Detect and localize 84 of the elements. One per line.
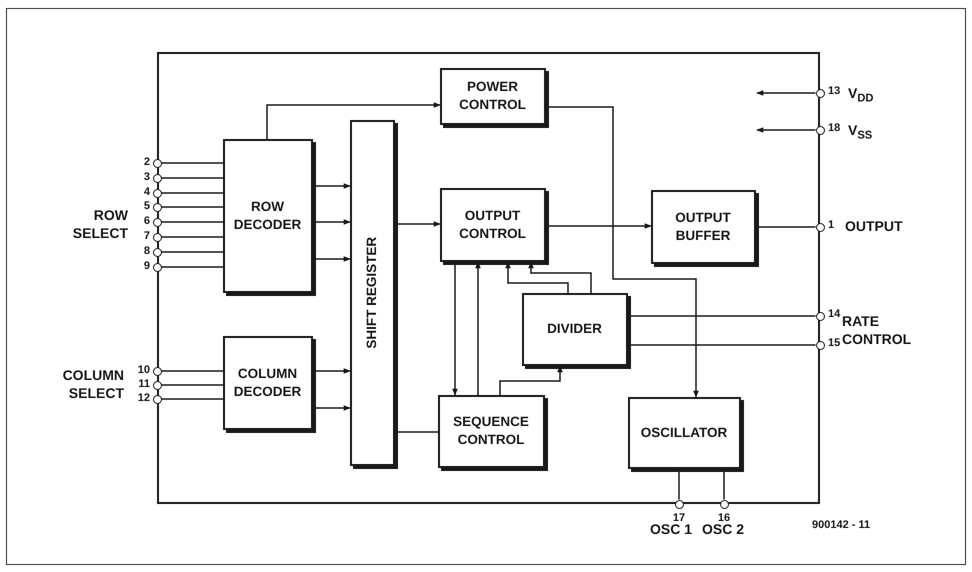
arrow — [546, 223, 652, 229]
pin-number: 15 — [828, 338, 840, 349]
connector-line — [162, 266, 223, 268]
block-label: ROW DECODER — [232, 198, 302, 234]
pin-number: 10 — [138, 365, 150, 376]
pin-number: 11 — [138, 379, 150, 390]
pin-circle — [152, 262, 162, 272]
ic-package-outline — [157, 52, 820, 504]
connector-line — [628, 315, 816, 317]
block-label: OUTPUT BUFFER — [674, 208, 732, 244]
block-label: SHIFT REGISTER — [363, 236, 380, 348]
pin-circle — [816, 222, 824, 232]
arrow — [756, 90, 816, 96]
pin-circle — [152, 380, 162, 390]
block-label: POWER CONTROL — [458, 78, 527, 114]
pin-circle — [152, 202, 162, 212]
connector-line — [628, 344, 816, 346]
connector-line — [162, 236, 223, 238]
connector-line — [162, 192, 223, 194]
signal-label: 900142 - 11 — [812, 518, 870, 532]
pin-circle — [152, 188, 162, 198]
connector-line — [395, 431, 438, 433]
pin-number: 7 — [144, 231, 150, 242]
pin-circle — [152, 158, 162, 168]
arrow — [546, 106, 699, 398]
pin-circle — [816, 312, 824, 320]
signal-label: RATE CONTROL — [842, 312, 912, 348]
pin-number: 6 — [144, 216, 150, 227]
pin-number: 9 — [144, 261, 150, 272]
signal-label: V$_{DD}$ — [848, 84, 874, 106]
connector-line — [162, 384, 223, 386]
pin-circle — [152, 366, 162, 376]
signal-label: ROW SELECT — [72, 206, 128, 242]
connector-line — [756, 226, 816, 228]
pin-circle — [674, 500, 684, 508]
pin-circle — [152, 394, 162, 404]
pin-circle — [152, 248, 162, 256]
connector-line — [723, 469, 725, 500]
block-label: COLUMN DECODER — [232, 364, 302, 400]
block-label: OUTPUT CONTROL — [458, 206, 527, 242]
pin-number: 4 — [144, 187, 150, 198]
connector-line — [162, 370, 223, 372]
pin-circle — [816, 126, 824, 134]
connector-line — [162, 162, 223, 164]
connector-line — [162, 221, 223, 223]
signal-label: OUTPUT — [845, 217, 903, 236]
arrow — [313, 256, 351, 262]
connector-line — [678, 469, 680, 500]
arrow — [756, 127, 816, 133]
block-label: OSCILLATOR — [640, 424, 728, 442]
arrow — [313, 368, 351, 374]
arrow — [452, 262, 458, 396]
connector-line — [162, 398, 223, 400]
pin-number: 1 — [828, 220, 834, 231]
block-label: DIVIDER — [546, 320, 603, 338]
signal-label: OSC 2 — [702, 521, 744, 538]
pin-number: 8 — [144, 246, 150, 257]
pin-number: 16 — [716, 513, 732, 524]
signal-label: OSC 1 — [650, 521, 692, 538]
pin-number: 18 — [828, 123, 840, 134]
pin-number: 17 — [672, 513, 686, 524]
pin-number: 3 — [144, 172, 150, 183]
pin-circle — [152, 218, 162, 226]
pin-number: 5 — [144, 201, 150, 212]
connector-line — [162, 251, 223, 253]
arrow — [313, 183, 351, 189]
pin-circle — [816, 340, 824, 350]
pin-number: 13 — [828, 86, 840, 97]
pin-number: 14 — [828, 309, 840, 320]
pin-circle — [720, 500, 728, 508]
pin-circle — [816, 88, 824, 98]
pin-number: 2 — [144, 157, 150, 168]
connector-line — [162, 206, 223, 208]
block-label: SEQUENCE CONTROL — [452, 413, 530, 449]
signal-label: COLUMN SELECT — [62, 366, 124, 402]
signal-label: V$_{SS}$ — [848, 121, 872, 143]
pin-circle — [152, 174, 162, 182]
arrow — [266, 102, 441, 139]
pin-circle — [152, 232, 162, 242]
connector-line — [162, 177, 223, 179]
arrow — [395, 221, 441, 227]
arrow — [313, 405, 351, 411]
pin-number: 12 — [138, 393, 150, 404]
arrow — [313, 219, 351, 225]
